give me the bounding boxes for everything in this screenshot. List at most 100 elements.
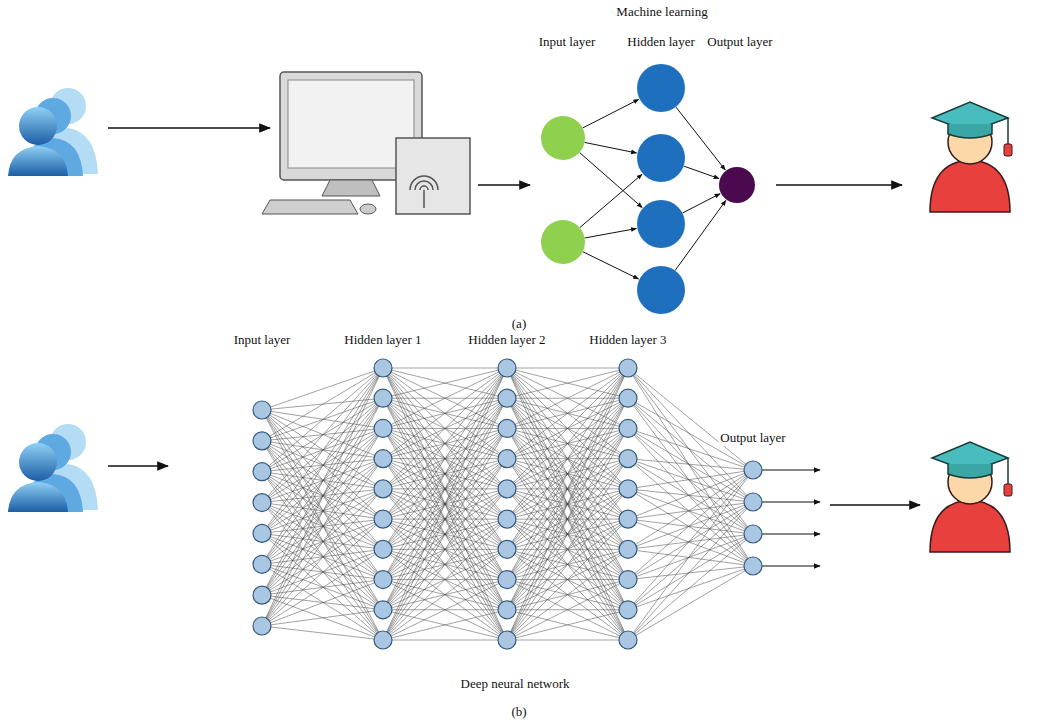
- network-link: [507, 549, 628, 640]
- network-link: [628, 470, 753, 549]
- neuron: [253, 463, 271, 481]
- network-link: [262, 533, 383, 609]
- neuron: [619, 480, 637, 498]
- network-link: [507, 368, 628, 398]
- network-link: [383, 368, 507, 580]
- network-link: [628, 549, 753, 566]
- network-link: [262, 459, 383, 626]
- flow-arrow: [776, 184, 902, 186]
- network-link: [262, 410, 383, 610]
- hidden-neuron: [637, 200, 685, 248]
- network-link: [682, 194, 720, 213]
- network-link: [507, 368, 628, 519]
- network-link: [507, 580, 628, 640]
- flow-arrow: [830, 504, 920, 506]
- output-arrow: [762, 469, 820, 470]
- network-link: [383, 428, 507, 640]
- network-link: [507, 610, 628, 640]
- network-link: [262, 368, 383, 441]
- network-link: [383, 398, 507, 640]
- network-link: [628, 534, 753, 610]
- network-link: [585, 229, 637, 239]
- network-link: [262, 564, 383, 640]
- network-link: [262, 503, 383, 610]
- network-link: [628, 502, 753, 610]
- network-link: [628, 566, 753, 640]
- network-link: [262, 595, 383, 640]
- neuron: [498, 540, 516, 558]
- layer-label: Hidden layer 3: [587, 332, 668, 348]
- flow-arrow: [108, 127, 270, 129]
- neuron: [498, 571, 516, 589]
- network-link: [383, 519, 507, 640]
- network-link: [507, 368, 628, 640]
- neuron: [619, 510, 637, 528]
- neuron: [374, 510, 392, 528]
- network-link: [507, 368, 628, 428]
- network-link: [262, 519, 383, 626]
- network-link: [507, 368, 628, 459]
- network-link: [507, 398, 628, 640]
- network-link: [383, 368, 507, 519]
- neuron: [498, 480, 516, 498]
- neuron: [619, 419, 637, 437]
- neuron: [374, 419, 392, 437]
- layer-label: Hidden layer: [625, 34, 697, 50]
- network-link: [383, 459, 507, 640]
- network-link: [262, 472, 383, 610]
- hidden-neuron: [637, 266, 685, 314]
- layer-label: Input layer: [537, 34, 598, 50]
- network-link: [383, 368, 507, 640]
- network-link: [628, 489, 753, 566]
- network-link: [383, 549, 507, 640]
- network-link: [628, 502, 753, 549]
- network-link: [628, 459, 753, 470]
- neuron: [374, 480, 392, 498]
- neuron: [744, 461, 762, 479]
- input-neuron: [541, 116, 585, 160]
- neuron: [619, 359, 637, 377]
- network-link: [628, 470, 753, 489]
- network-link: [262, 368, 383, 410]
- network-link: [383, 610, 507, 640]
- network-link: [580, 153, 643, 208]
- network-link: [383, 368, 507, 640]
- neuron: [498, 631, 516, 649]
- layer-label: Hidden layer 2: [466, 332, 547, 348]
- network-link: [628, 368, 753, 470]
- network-link: [507, 368, 628, 549]
- network-link: [507, 368, 628, 640]
- neuron: [619, 450, 637, 468]
- network-link: [628, 534, 753, 549]
- network-link: [383, 489, 507, 640]
- neuron: [374, 450, 392, 468]
- network-link: [507, 610, 628, 640]
- neuron: [374, 389, 392, 407]
- neuron: [498, 450, 516, 468]
- neuron: [253, 524, 271, 542]
- neuron: [253, 494, 271, 512]
- network-link: [262, 410, 383, 489]
- neuron: [498, 601, 516, 619]
- network-link: [383, 610, 507, 640]
- network-link: [585, 142, 637, 153]
- network-link: [507, 368, 628, 549]
- neuron: [253, 555, 271, 573]
- network-link: [507, 368, 628, 610]
- network-link: [383, 368, 507, 369]
- neuron: [619, 389, 637, 407]
- network-link: [262, 441, 383, 519]
- hidden-neuron: [637, 134, 685, 182]
- section-title: Deep neural network: [458, 676, 571, 692]
- graduate-icon: [930, 102, 1012, 212]
- neuron: [619, 571, 637, 589]
- network-link: [262, 410, 383, 519]
- network-link: [507, 519, 628, 640]
- network-link: [262, 441, 383, 580]
- layer-label: Hidden layer 1: [342, 332, 423, 348]
- network-link: [262, 580, 383, 626]
- network-link: [507, 549, 628, 640]
- network-link: [262, 441, 383, 549]
